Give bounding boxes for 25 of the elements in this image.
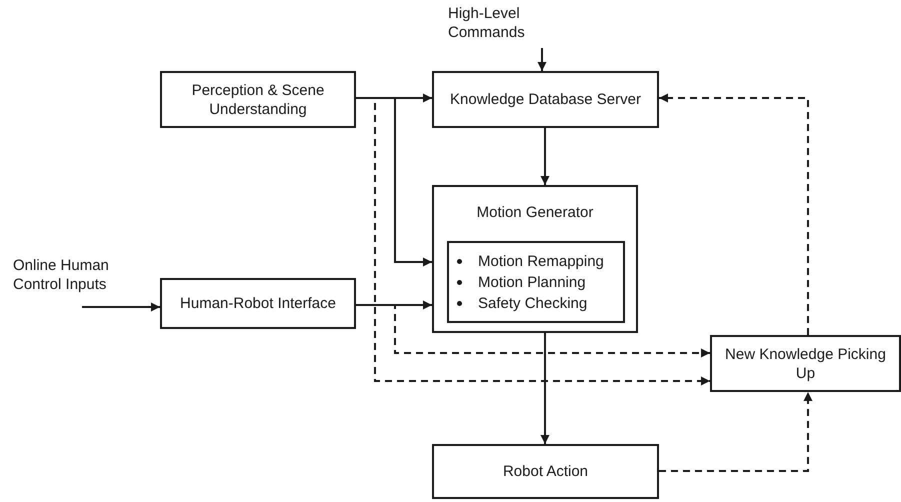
dashed-arrow [356,304,710,358]
dashed-arrow [659,94,809,335]
box-label: Human-Robot Interface [179,294,337,313]
input-label: High-Level Commands [447,4,526,42]
process-box [710,335,901,392]
box-label: New Knowledge Picking Up [724,344,887,382]
function-list-box [447,241,625,323]
list-item: Safety Checking [478,294,588,314]
box-label: Motion Generator [476,203,594,222]
process-box [160,278,356,329]
input-label: Online Human Control Inputs [12,256,110,294]
process-box [432,444,659,499]
module-box [432,185,638,333]
dashed-arrow [659,392,812,472]
process-box [160,71,356,128]
list-item: Motion Remapping [478,252,604,272]
arrow [540,333,550,444]
arrow [538,48,546,71]
box-label: Knowledge Database Server [449,90,642,109]
box-label: Robot Action [502,462,590,481]
arrow [82,302,160,312]
list-item: Motion Planning [478,272,586,292]
arrow [540,128,550,185]
process-box [432,71,659,128]
box-label: Perception & Scene Understanding [190,80,326,118]
